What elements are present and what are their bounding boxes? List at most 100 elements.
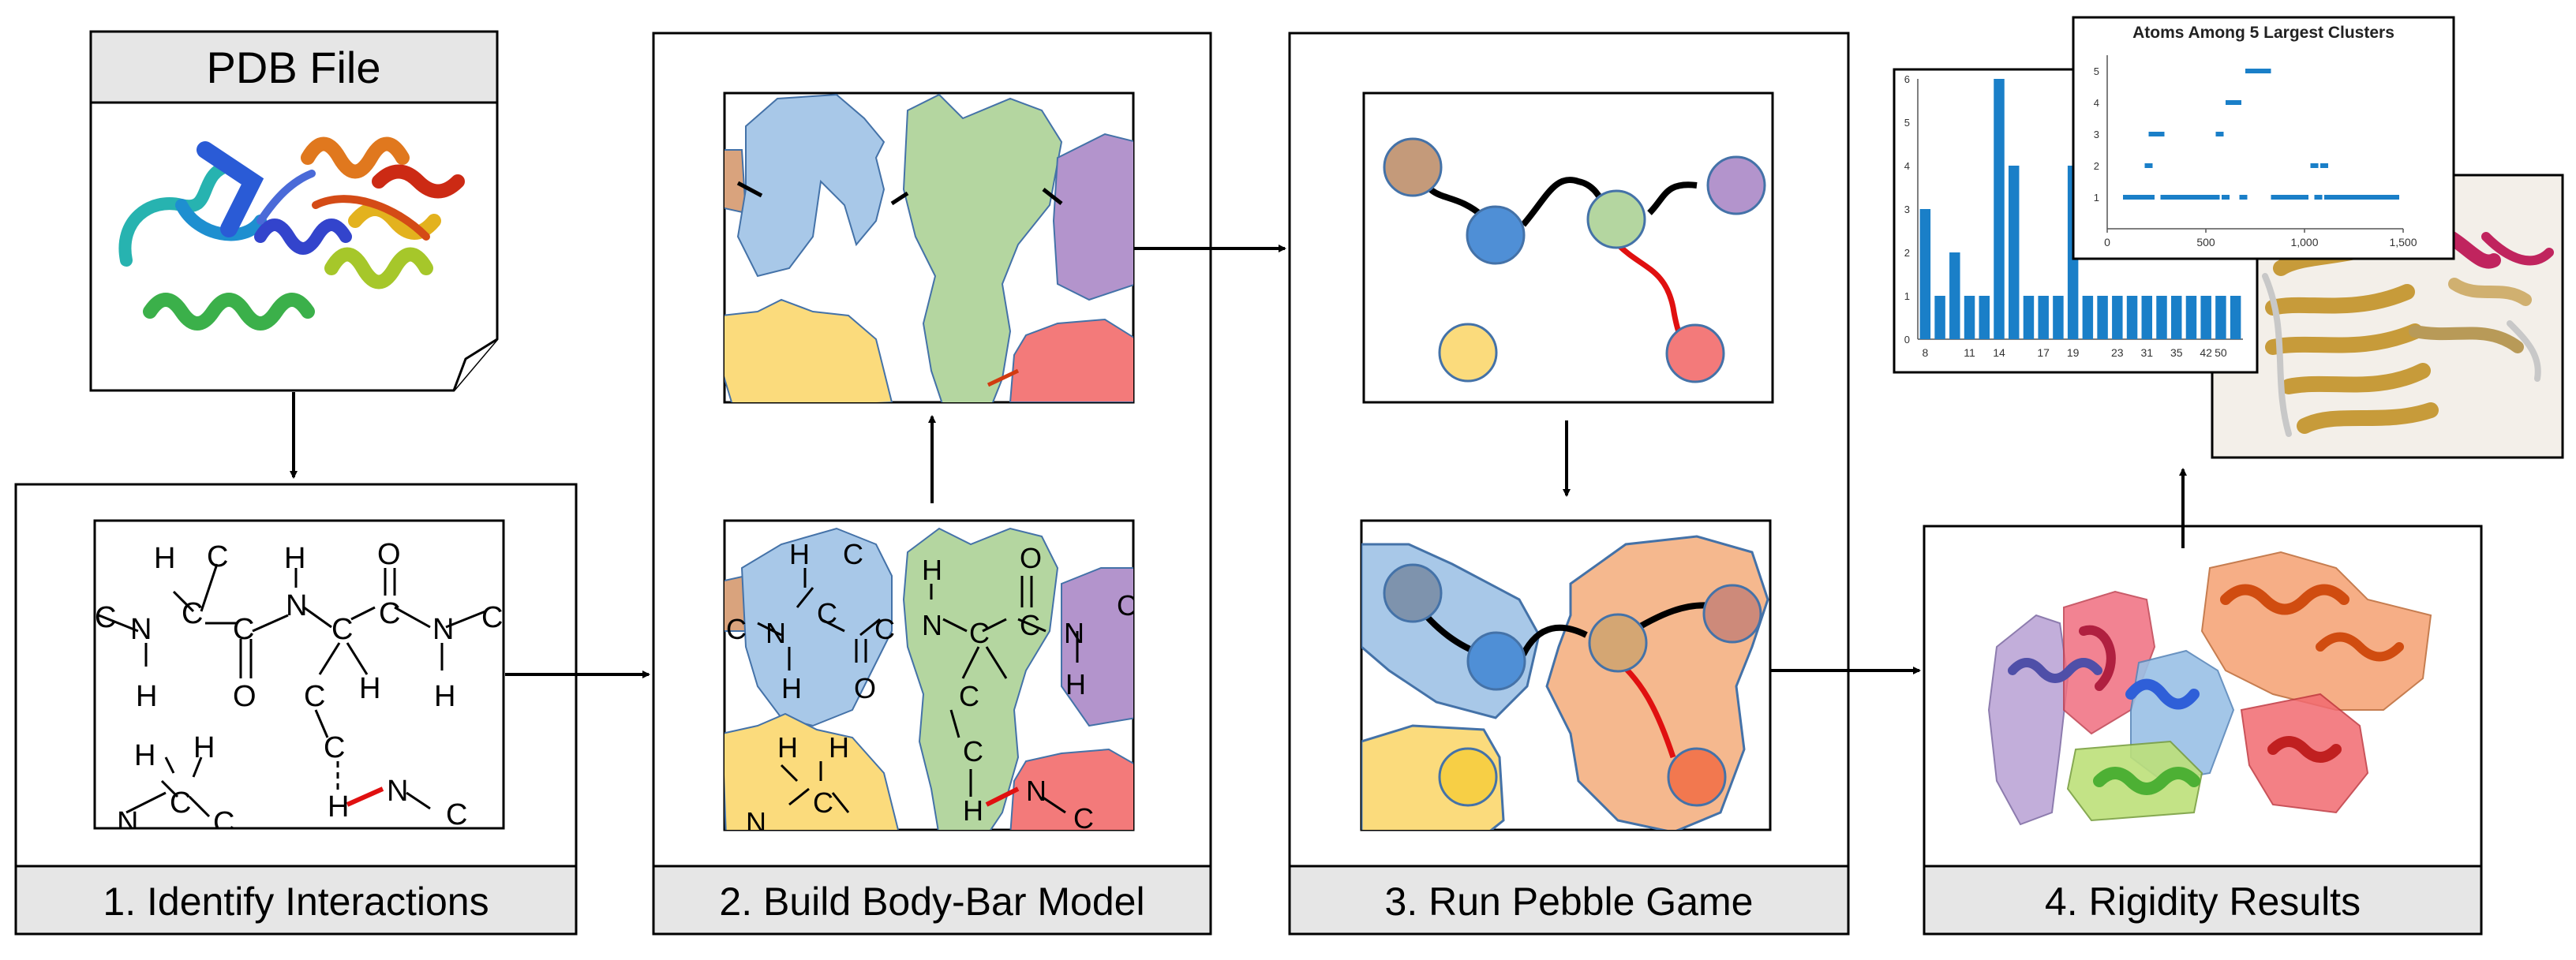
scatter-point xyxy=(2338,195,2346,200)
scatter-point xyxy=(2271,195,2279,200)
bar-x-tick-label: 14 xyxy=(1993,346,2005,359)
protein-structure-image xyxy=(118,136,465,331)
bar-x-tick-label: 8 xyxy=(1922,346,1928,359)
panel-4-label: 4. Rigidity Results xyxy=(2045,880,2361,924)
histogram-bar xyxy=(2230,296,2241,339)
histogram-bar xyxy=(1919,209,1931,339)
scatter-point xyxy=(2314,195,2323,200)
bar-y-tick-label: 0 xyxy=(1904,334,1910,346)
scatter-point xyxy=(2233,100,2241,105)
histogram-bar xyxy=(2141,296,2153,339)
bar-x-tick-label: 42 xyxy=(2200,346,2212,359)
bar-y-tick-label: 1 xyxy=(1904,290,1910,302)
svg-text:N: N xyxy=(387,775,408,808)
svg-text:H: H xyxy=(284,542,305,575)
histogram-bar xyxy=(2023,296,2035,339)
panel-3-label: 3. Run Pebble Game xyxy=(1385,880,1754,924)
scatter-point xyxy=(2144,163,2153,168)
scatter-point xyxy=(2379,195,2387,200)
svg-text:N: N xyxy=(1064,617,1084,649)
scatter-x-tick-label: 1,000 xyxy=(2290,236,2318,248)
svg-text:H: H xyxy=(777,731,798,764)
svg-text:H: H xyxy=(781,672,802,704)
bar-y-tick-label: 4 xyxy=(1904,160,1910,172)
bar-x-tick-label: 19 xyxy=(2067,346,2080,359)
svg-text:O: O xyxy=(233,680,256,713)
svg-text:C: C xyxy=(843,538,863,570)
pdb-file-card: PDB File xyxy=(89,30,499,392)
svg-text:C: C xyxy=(874,613,895,645)
histogram-bar xyxy=(2170,296,2182,339)
svg-text:H: H xyxy=(1065,668,1086,700)
svg-text:C: C xyxy=(481,601,503,634)
svg-text:C: C xyxy=(207,540,228,573)
histogram-bar xyxy=(1979,296,1990,339)
histogram-bar xyxy=(1964,296,1975,339)
scatter-point xyxy=(2310,163,2319,168)
scatter-point xyxy=(2356,195,2364,200)
scatter-point xyxy=(2349,195,2358,200)
svg-text:H: H xyxy=(829,731,849,764)
scatter-point xyxy=(2206,195,2214,200)
bar-x-tick-label: 50 xyxy=(2215,346,2227,359)
svg-text:C: C xyxy=(324,731,345,764)
svg-text:H: H xyxy=(154,542,175,575)
rigid-cluster-protein-image xyxy=(1987,551,2432,826)
svg-text:C: C xyxy=(95,601,116,634)
scatter-y-tick-label: 2 xyxy=(2094,160,2099,172)
svg-text:H: H xyxy=(789,538,810,570)
histogram-bar xyxy=(2215,296,2226,339)
scatter-point xyxy=(2200,195,2208,200)
pdb-file-title: PDB File xyxy=(207,43,381,92)
svg-text:H: H xyxy=(134,739,155,772)
svg-text:H: H xyxy=(136,680,157,713)
scatter-point xyxy=(2164,195,2173,200)
svg-text:O: O xyxy=(377,538,401,571)
svg-text:C: C xyxy=(170,786,191,820)
svg-text:C: C xyxy=(379,597,400,630)
scatter-y-tick-label: 4 xyxy=(2094,97,2099,109)
panel-2-label: 2. Build Body-Bar Model xyxy=(719,880,1144,924)
svg-text:C: C xyxy=(304,680,325,713)
scatter-point xyxy=(2194,195,2202,200)
svg-text:C: C xyxy=(446,798,467,831)
svg-text:C: C xyxy=(213,806,234,839)
svg-text:H: H xyxy=(963,794,983,827)
histogram-bar xyxy=(1934,296,1945,339)
scatter-x-tick-label: 500 xyxy=(2196,236,2215,248)
svg-text:C: C xyxy=(969,617,990,649)
body-bar-model-graphic xyxy=(724,93,1133,402)
scatter-point xyxy=(2211,195,2220,200)
svg-text:N: N xyxy=(117,806,138,839)
scatter-point xyxy=(2368,195,2376,200)
scatter-point xyxy=(2182,195,2190,200)
svg-text:N: N xyxy=(922,609,942,641)
svg-text:H: H xyxy=(328,790,349,824)
bar-constraints xyxy=(736,181,1063,387)
histogram-bar xyxy=(2008,166,2020,339)
scatter-point xyxy=(2170,195,2178,200)
svg-text:H: H xyxy=(193,731,215,764)
bar-y-tick-label: 2 xyxy=(1904,247,1910,259)
scatter-point xyxy=(2222,195,2230,200)
scatter-y-tick-label: 5 xyxy=(2094,65,2099,77)
histogram-bar xyxy=(2038,296,2049,339)
svg-text:N: N xyxy=(432,613,454,646)
scatter-x-tick-label: 0 xyxy=(2104,236,2110,248)
scatter-point xyxy=(2285,195,2293,200)
histogram-bar xyxy=(2112,296,2123,339)
scatter-y-tick-label: 1 xyxy=(2094,192,2099,204)
histogram-bar xyxy=(2082,296,2094,339)
scatter-point xyxy=(2301,195,2308,200)
scatter-x-tick-label: 1,500 xyxy=(2389,236,2417,248)
body-bar-graph xyxy=(1383,137,1766,383)
scatter-point xyxy=(2344,195,2352,200)
svg-text:O: O xyxy=(854,672,876,704)
bar-y-tick-label: 3 xyxy=(1904,204,1910,215)
scatter-point xyxy=(2188,195,2196,200)
svg-text:H: H xyxy=(434,680,455,713)
svg-text:O: O xyxy=(1020,542,1042,574)
